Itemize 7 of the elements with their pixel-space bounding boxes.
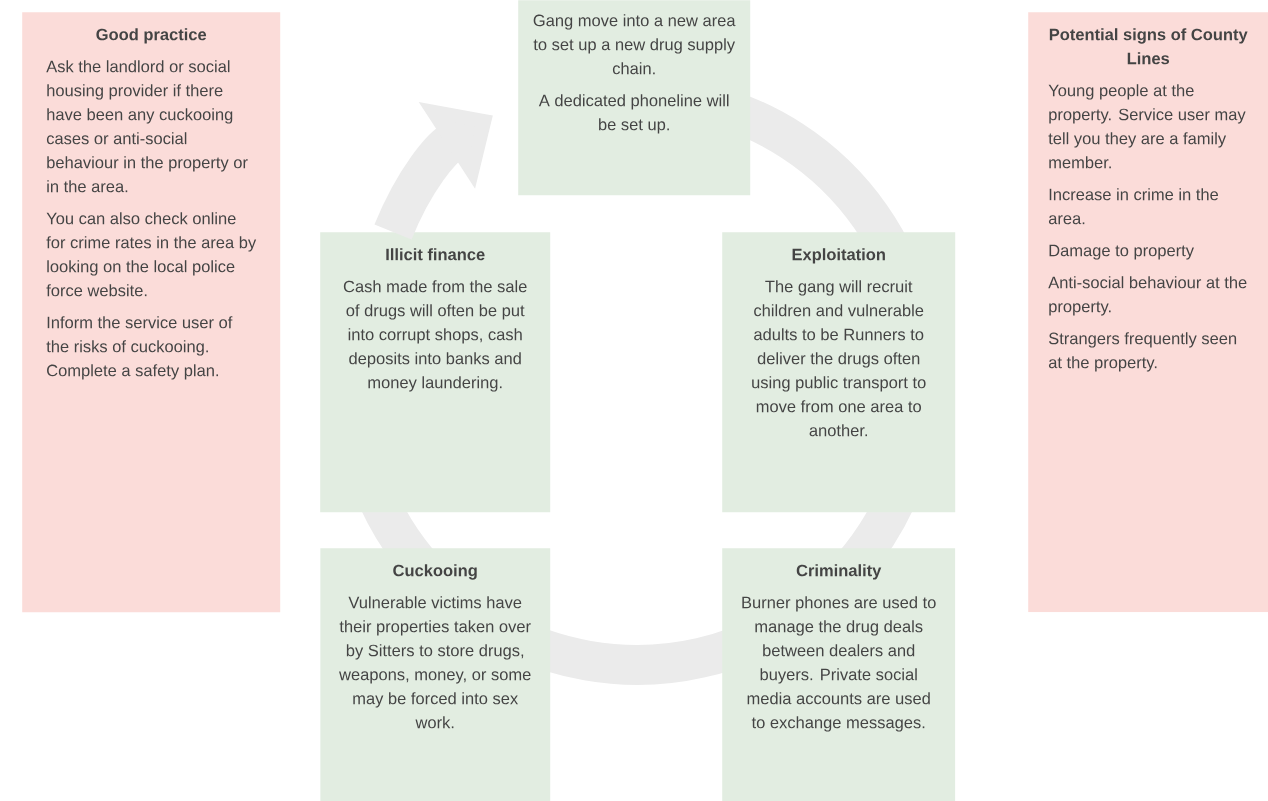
stage-box: Exploitation The gang will recruit children and vulnerable adults to be Runners to deliver the drugs often using public transport to move from one area to another. [722, 232, 956, 513]
stage-box: Criminality Burner phones are used to manage the drug deals between dealers and buyers. Private social media accounts are used to exchange messages. [722, 548, 956, 801]
info-panel: Good practice Ask the landlord or social housing provider if there have been any cuckooing cases or anti-social behaviour in the property or in the area. You can also check online for crime rates in the area by looking on the local police force website. Inform the service user of the risks of cuckooing. Complete a safety plan. [22, 12, 281, 613]
stage-box: Illicit finance Cash made from the sale of drugs will often be put into corrupt shops, cash deposits into banks and money laundering. [320, 232, 551, 513]
stage-box: Gang move into a new area to set up a new drug supply chain. A dedicated phoneline will be set up. [518, 0, 751, 196]
info-panel: Potential signs of County Lines Young people at the property. Service user may tell you they are a family member. Increase in crime in the area. Damage to property Anti-social behaviour at the property. Strangers frequently seen at the property. [1028, 12, 1268, 613]
stage-box: Cuckooing Vulnerable victims have their properties taken over by Sitters to store drugs, weapons, money, or some may be forced into sex work. [320, 548, 551, 801]
